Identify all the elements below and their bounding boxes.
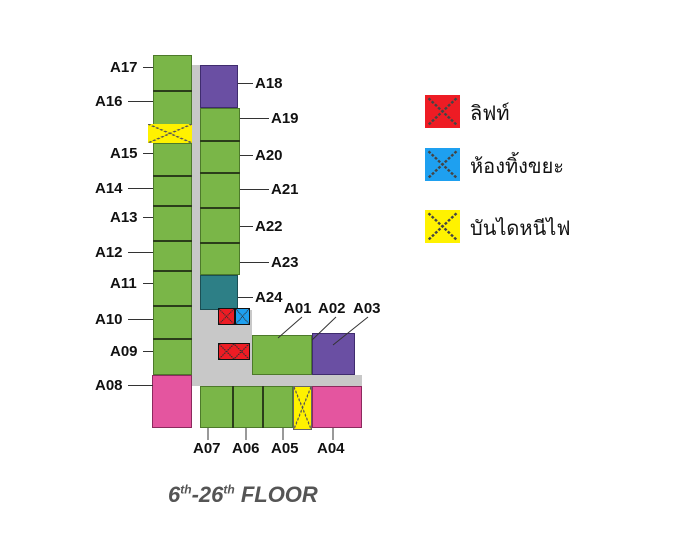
unit-label: A05 — [271, 440, 299, 457]
unit-label: A09 — [110, 343, 138, 360]
unit-a24 — [200, 275, 238, 310]
unit-a18 — [200, 65, 238, 108]
legend-lift-label: ลิฟท์ — [470, 101, 510, 125]
unit-label: A24 — [255, 289, 283, 306]
unit-label: A02 — [318, 300, 346, 317]
unit-a01-a02 — [252, 335, 312, 375]
unit-label: A14 — [95, 180, 123, 197]
floor-title: 6th-26th FLOOR — [168, 482, 318, 507]
legend-fire-stair-label: บันไดหนีไฟ — [470, 216, 571, 240]
lift-icon — [218, 343, 250, 360]
garbage-room-icon — [235, 308, 250, 325]
unit-label: A16 — [95, 93, 123, 110]
unit-label: A17 — [110, 59, 138, 76]
unit-label: A12 — [95, 244, 123, 261]
lift-icon — [218, 308, 235, 325]
unit-label: A20 — [255, 147, 283, 164]
unit-a15-a09 — [153, 143, 192, 375]
unit-label: A19 — [271, 110, 299, 127]
unit-label: A06 — [232, 440, 260, 457]
unit-label: A15 — [110, 145, 138, 162]
fire-stair-icon — [148, 124, 192, 143]
unit-a03 — [312, 333, 355, 375]
legend-garbage-room-icon — [425, 148, 460, 181]
unit-a04 — [312, 386, 362, 428]
fire-stair-icon — [293, 386, 312, 430]
unit-label: A01 — [284, 300, 312, 317]
corridor-horizontal — [192, 375, 362, 386]
legend-lift-icon — [425, 95, 460, 128]
unit-a19-a23 — [200, 108, 240, 275]
corridor-vertical — [192, 65, 201, 385]
unit-a07-a05 — [200, 386, 293, 428]
unit-label: A13 — [110, 209, 138, 226]
unit-label: A18 — [255, 75, 283, 92]
unit-label: A03 — [353, 300, 381, 317]
unit-label: A23 — [271, 254, 299, 271]
unit-label: A21 — [271, 181, 299, 198]
unit-a08 — [152, 375, 192, 428]
legend-fire-stair-icon — [425, 210, 460, 243]
unit-label: A08 — [95, 377, 123, 394]
unit-label: A11 — [110, 275, 137, 292]
unit-label: A22 — [255, 218, 283, 235]
unit-label: A10 — [95, 311, 123, 328]
unit-label: A04 — [317, 440, 345, 457]
unit-label: A07 — [193, 440, 221, 457]
legend-garbage-room-label: ห้องทิ้งขยะ — [470, 154, 565, 178]
